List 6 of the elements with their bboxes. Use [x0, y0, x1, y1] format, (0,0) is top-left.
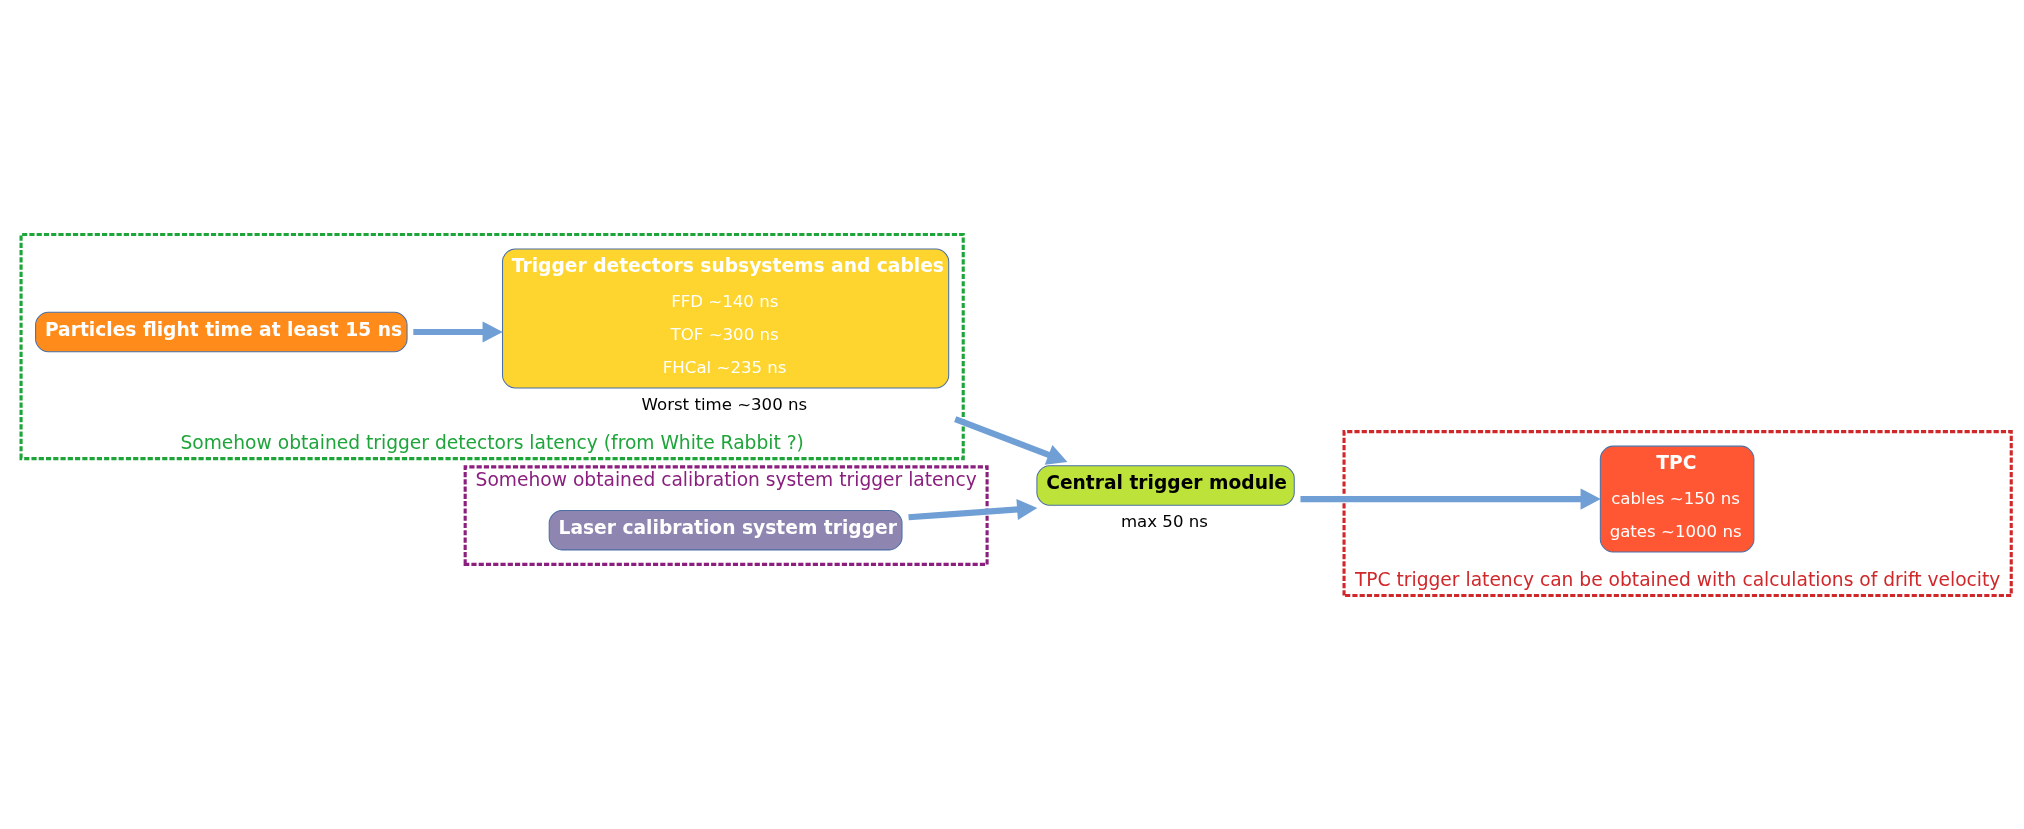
arrow: [954, 415, 1068, 465]
arrow: [1300, 487, 1601, 510]
arrow: [413, 320, 503, 343]
node-label: Worst time ~300 ns: [641, 394, 808, 414]
node-label: max 50 ns: [1120, 511, 1208, 531]
arrow: [908, 498, 1038, 520]
